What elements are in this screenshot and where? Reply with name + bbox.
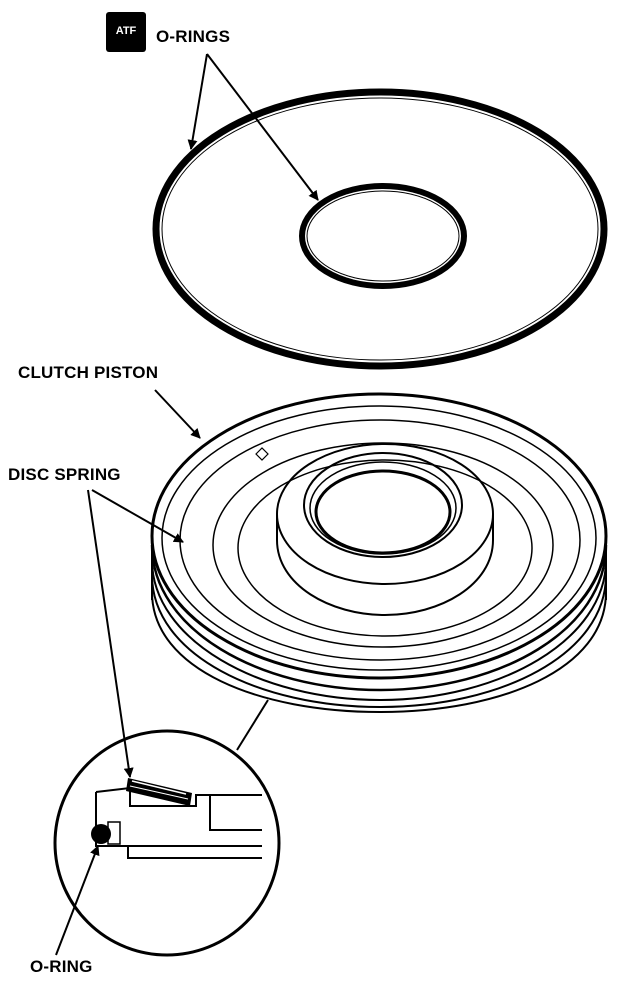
disc-spring-label: DISC SPRING [8,465,121,484]
o-ring-label: O-RING [30,957,93,976]
atf-badge-text: ATF [115,25,137,37]
o-rings-label: O-RINGS [156,27,231,46]
detail-leader-line [236,699,269,751]
outer-o-ring [152,88,608,370]
clutch-piston [150,392,608,714]
o-ring-section [91,821,121,845]
detail-circle [53,729,281,957]
clutch-piston-label: CLUTCH PISTON [18,363,159,382]
leader-arrows [55,53,319,956]
inner-o-ring [299,183,467,289]
disc-spring-section [126,778,192,806]
atf-icon: ATF [106,12,146,52]
